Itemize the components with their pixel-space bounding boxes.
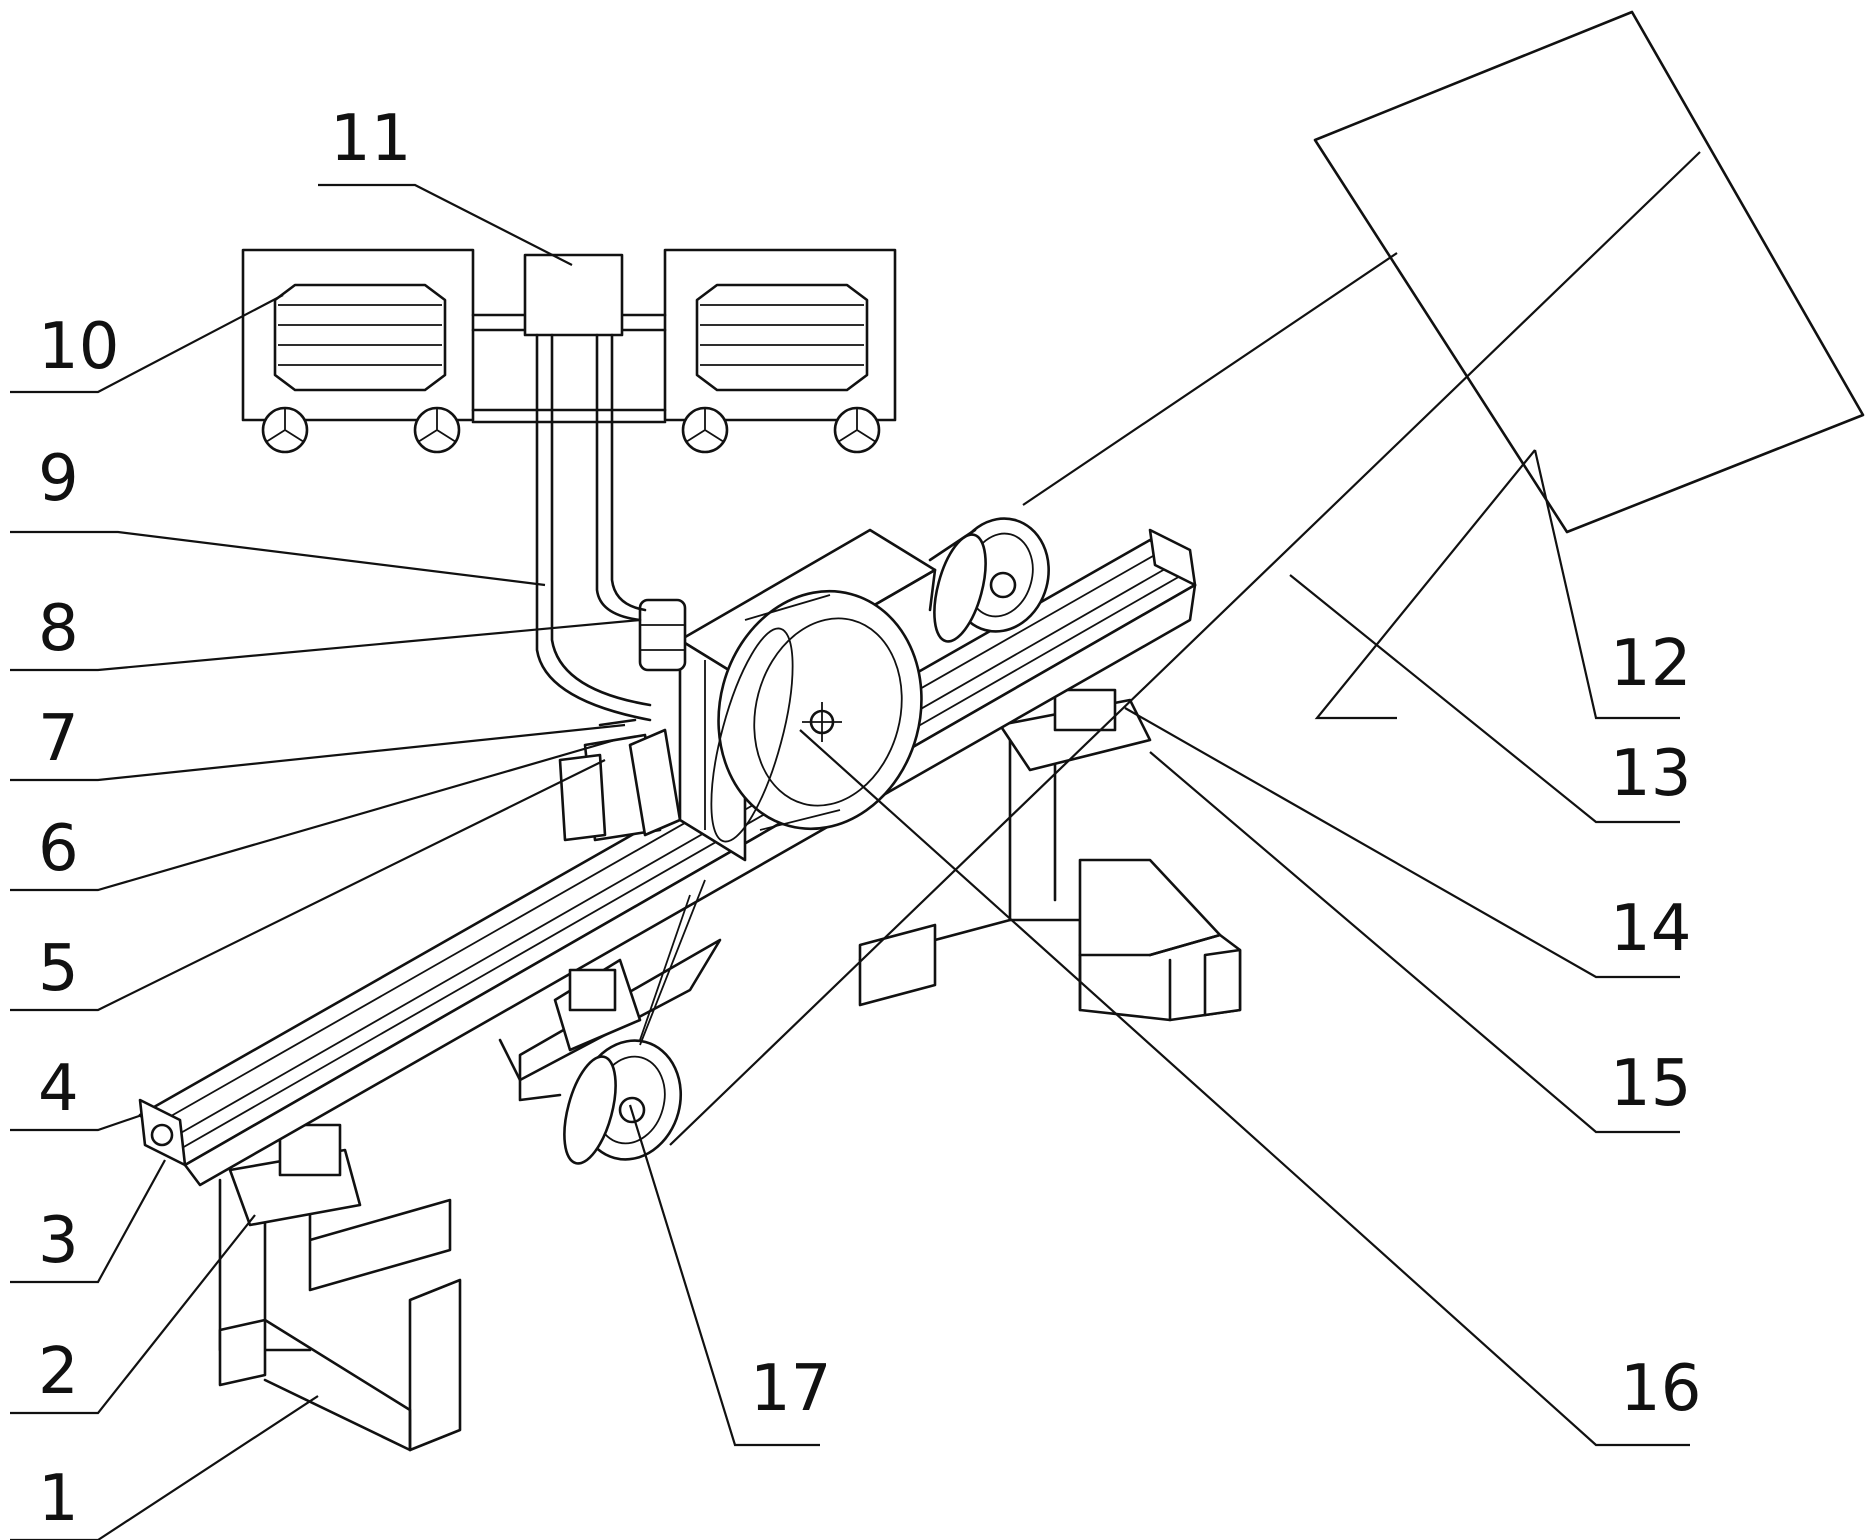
callout-7: 7 [38,702,79,776]
callout-1: 1 [38,1462,79,1536]
hydraulic-station-left [241,248,475,454]
callout-14: 14 [1610,892,1691,966]
lower-pulley [563,1039,683,1165]
callout-16: 16 [1620,1352,1701,1426]
callout-2: 2 [38,1335,79,1409]
callout-3: 3 [38,1204,79,1278]
hydraulic-motor [638,598,687,672]
hydraulic-station-right [663,248,897,454]
carriage [558,718,682,842]
near-support-frame [218,1123,462,1452]
callout-6: 6 [38,812,79,886]
wire-rope [639,879,706,1046]
callout-numbers: 1 2 3 4 5 6 7 8 9 10 11 12 13 14 15 16 1… [38,102,1701,1536]
callout-10: 10 [38,310,119,384]
callout-5: 5 [38,932,79,1006]
callout-15: 15 [1610,1047,1691,1121]
control-box-and-piping [471,253,667,722]
leader-lines [10,151,1701,1540]
callout-8: 8 [38,592,79,666]
stone-block [1313,10,1865,534]
callout-9: 9 [38,442,79,516]
callout-11: 11 [330,102,411,176]
upper-pulley [928,517,1050,643]
callout-13: 13 [1610,737,1691,811]
saw-wheel [710,589,923,843]
callout-4: 4 [38,1052,79,1126]
mid-support [553,958,642,1052]
callout-17: 17 [750,1352,831,1426]
callout-12: 12 [1610,627,1691,701]
